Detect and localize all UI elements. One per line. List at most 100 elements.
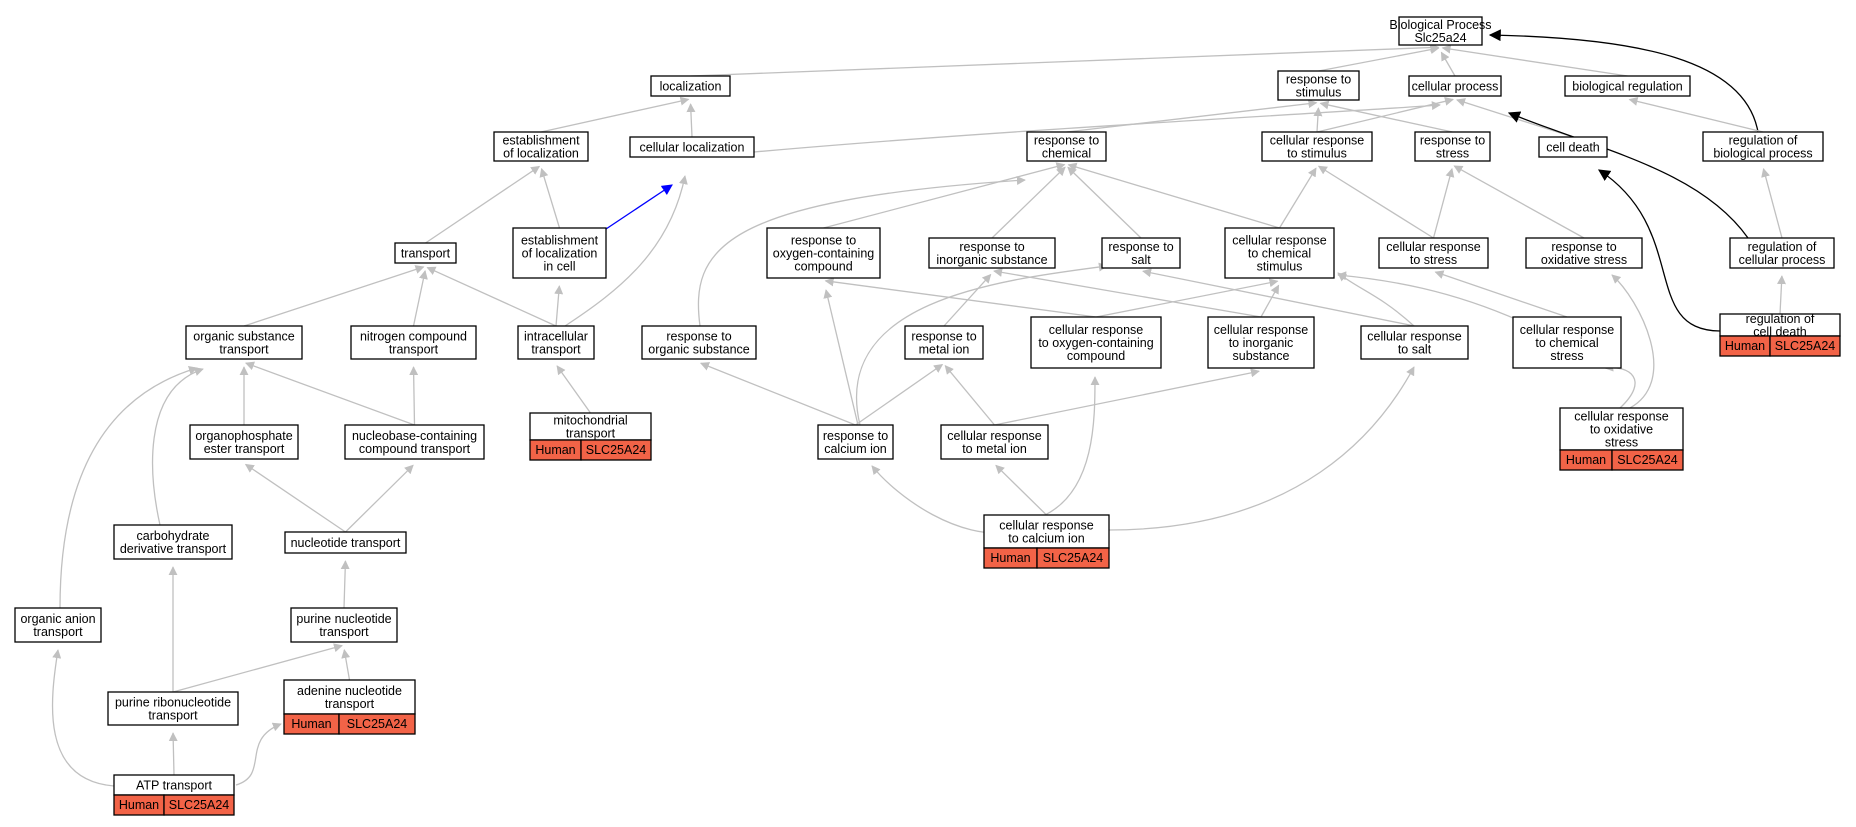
edge-organion-to-orgsub [59, 366, 198, 609]
edge-breg-to-bp [1441, 44, 1628, 77]
species-label: Human [1725, 339, 1765, 353]
edge-intra-to-cloc [564, 175, 688, 327]
node-box [493, 131, 589, 162]
edge-intra-to-transport [426, 266, 557, 327]
go-term-node-breg[interactable]: biological regulation [1564, 75, 1691, 97]
edge-rstress-to-rstim [1319, 100, 1453, 133]
go-term-node-loc[interactable]: localization [650, 75, 731, 97]
node-box [1378, 237, 1489, 269]
edge-crstress-to-rstress [1432, 167, 1455, 239]
node-box [189, 424, 299, 460]
edge-rchem-to-rstim [1066, 99, 1318, 133]
node-box [1414, 131, 1491, 162]
go-term-node-nuct[interactable]: nucleotide transport [284, 531, 407, 554]
gene-label: SLC25A24 [1775, 339, 1836, 353]
gene-label: SLC25A24 [586, 443, 647, 457]
node-box [290, 607, 398, 643]
node-box [766, 227, 881, 279]
edge-nucbase-to-orgsub [245, 361, 415, 426]
edge-estloc-to-loc [540, 96, 690, 133]
go-term-node-cdeath[interactable]: cell death [1538, 136, 1608, 158]
go-term-node-cproc[interactable]: cellular process [1408, 75, 1502, 97]
edge-roxy-to-rchem [823, 162, 1066, 229]
edge-croxstress-to-roxstress [1611, 274, 1655, 409]
edge-crsalt-to-rsalt [1142, 268, 1415, 327]
gene-cell [1036, 547, 1110, 569]
node-label: cell death [1546, 141, 1600, 155]
gene-label: SLC25A24 [347, 717, 408, 731]
gene-label: SLC25A24 [169, 798, 230, 812]
node-label: ATP transport [136, 779, 212, 793]
edge-rsalt-to-rchem [1067, 166, 1142, 239]
edge-crchemstress-to-crstress [1434, 270, 1568, 318]
edge-roxstress-to-rstress [1453, 165, 1585, 239]
node-label: cellular localization [640, 141, 745, 155]
node-box [1538, 136, 1608, 158]
go-term-node-cloc[interactable]: cellular localization [629, 136, 755, 158]
gene-label: SLC25A24 [1043, 551, 1104, 565]
gene-cell [163, 794, 235, 816]
species-label: Human [535, 443, 575, 457]
go-term-node-transport[interactable]: transport [394, 242, 457, 264]
node-box [641, 325, 757, 360]
edge-rcalc-to-rmetal [855, 363, 944, 426]
edge-regbp-to-breg [1628, 97, 1764, 133]
node-box [1559, 407, 1684, 451]
edge-crinorg-to-crchem [1260, 284, 1280, 318]
edge-loc-to-bp [690, 43, 1440, 77]
